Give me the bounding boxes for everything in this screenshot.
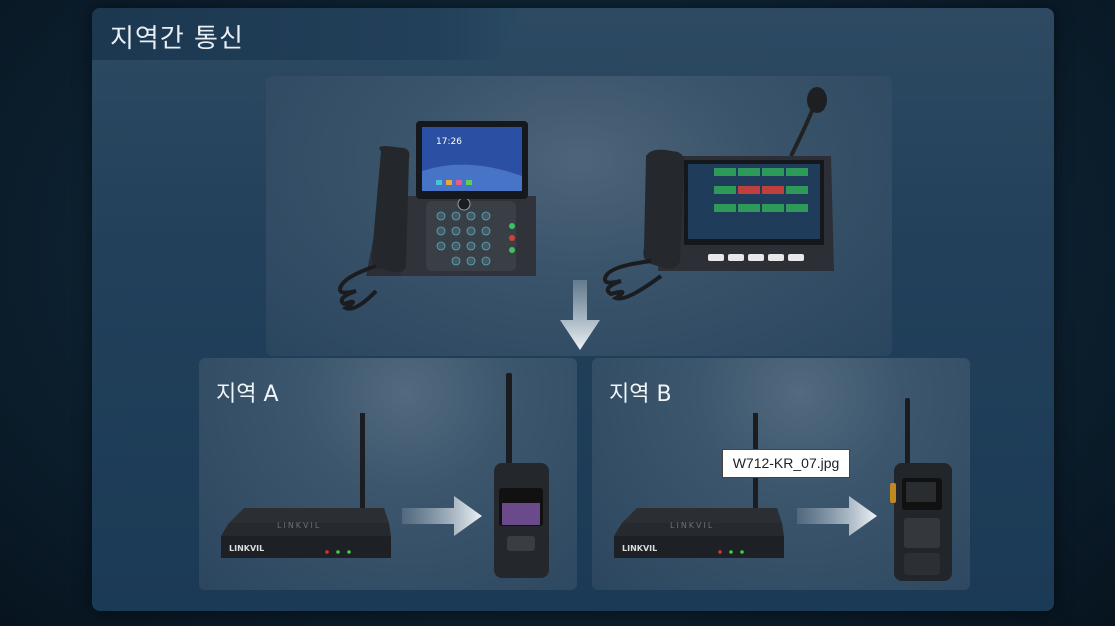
router-top-logo: LINKVIL	[277, 521, 321, 530]
title-bar: 지역간 통신	[92, 8, 522, 60]
region-a-panel: 지역 A LINKVIL LINKVIL	[199, 358, 577, 590]
router-top-logo: LINKVIL	[670, 521, 714, 530]
router-brand-label: LINKVIL	[229, 544, 264, 553]
region-a-label: 지역 A	[216, 382, 279, 407]
router-brand-label: LINKVIL	[622, 544, 657, 553]
region-a-devices: LINKVIL LINKVIL	[221, 373, 549, 578]
dispatch-console	[603, 87, 834, 301]
image-filename-tooltip: W712-KR_07.jpg	[722, 449, 850, 478]
diagram-frame: 지역간 통신 17:26	[92, 8, 1054, 611]
phone-screen-time: 17:26	[436, 137, 462, 147]
page-title: 지역간 통신	[110, 24, 244, 54]
region-b-devices: LINKVIL LINKVIL	[614, 398, 952, 581]
region-b-label: 지역 B	[609, 382, 672, 407]
down-arrow-icon	[560, 280, 600, 350]
right-arrow-icon	[797, 496, 877, 536]
right-arrow-icon	[402, 496, 482, 536]
ip-video-phone: 17:26	[338, 121, 536, 311]
